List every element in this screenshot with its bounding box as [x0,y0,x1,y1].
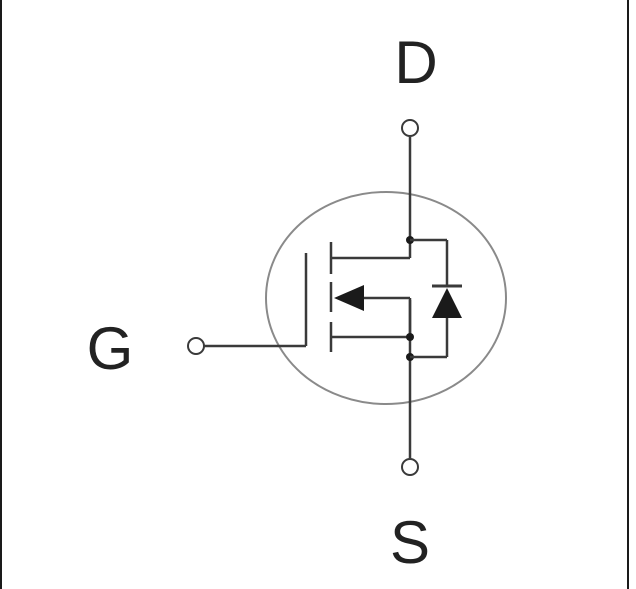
drain-terminal[interactable] [401,119,419,137]
transistor-body-circle [265,191,507,405]
gate-terminal[interactable] [187,337,205,355]
body-arrow [334,285,364,311]
gate-label: G [87,315,134,382]
source-junction-dot [406,333,414,341]
left-border [0,0,2,589]
source-terminal[interactable] [401,458,419,476]
diode-triangle [432,288,462,318]
right-border [627,0,629,589]
source-label: S [390,509,430,576]
drain-label: D [394,29,437,96]
